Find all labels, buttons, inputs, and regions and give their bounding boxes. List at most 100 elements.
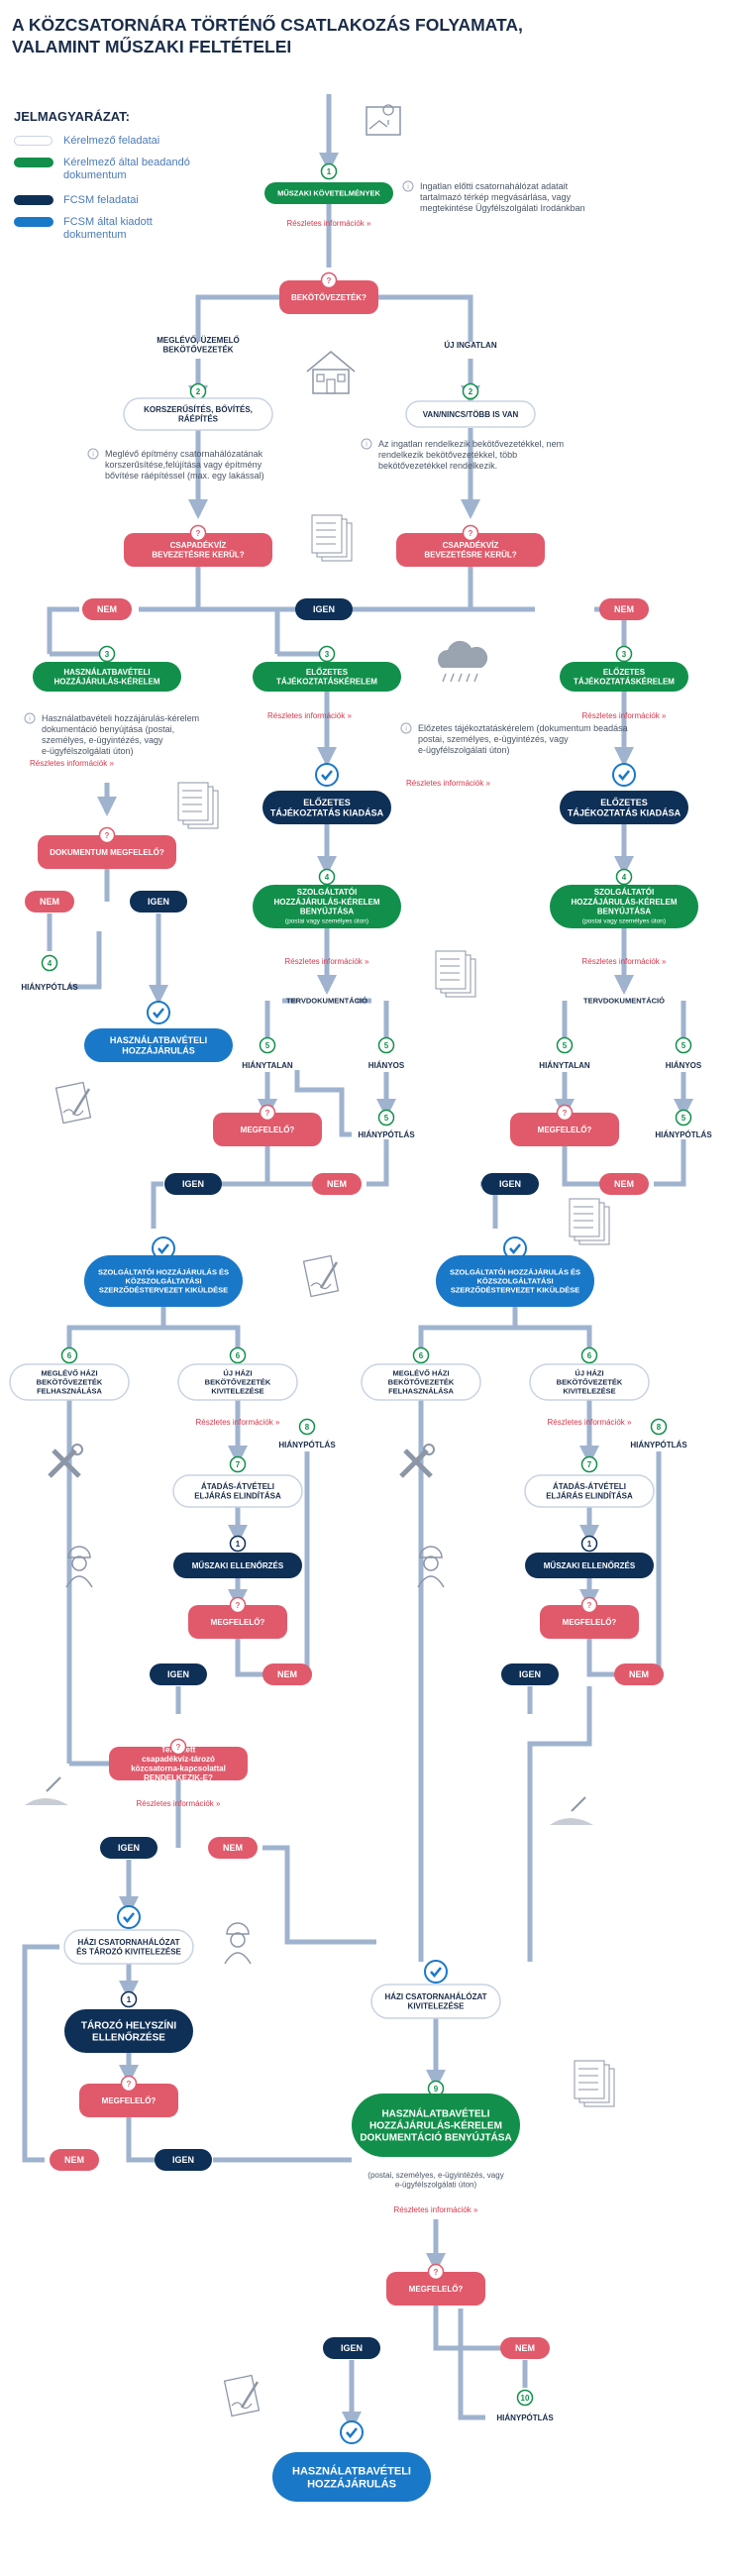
step-4-right-badge — [615, 868, 633, 886]
check-final-mark — [346, 2427, 358, 2438]
yes-pill-tank — [100, 1837, 157, 1859]
decision-tank-badge-number: ? — [176, 1743, 181, 1752]
step-5-flawless-mid-badge-number: 5 — [265, 1041, 270, 1050]
decision-rainwater-left — [124, 533, 272, 567]
step-6-new-left-badge — [229, 1346, 247, 1364]
decision-connection-badge — [320, 271, 338, 289]
step-3-left-more-info[interactable]: Részletes információk » — [30, 759, 114, 768]
check-service-right-mark — [509, 1243, 521, 1254]
step-2-left-box — [123, 397, 273, 431]
legend-swatch-white — [14, 136, 52, 146]
decision-tank-more-info[interactable]: Részletes információk » — [137, 1799, 221, 1808]
legend-swatch-navy — [14, 195, 53, 205]
step-3-mid-note: Előzetes tájékoztatáskérelem (dokumentum… — [418, 723, 628, 755]
step-7-left-badge — [229, 1455, 247, 1473]
step-2-right-box-label: VAN/NINCS/TÖBB IS VAN — [423, 410, 519, 419]
step-4-right-more-info[interactable]: Részletes információk » — [582, 957, 667, 966]
no-pill-left — [82, 598, 132, 620]
check-tank-mark — [123, 1912, 135, 1923]
decision-ok-right — [510, 1113, 619, 1146]
step-4-missing-badge-number: 4 — [48, 959, 52, 968]
decision-final — [386, 2272, 485, 2306]
no-pill-mid-label: NEM — [327, 1179, 347, 1189]
decision-ok-mid-badge-number: ? — [265, 1109, 270, 1118]
no-pill-tech-right-label: NEM — [629, 1669, 649, 1679]
decision-connection-label: BEKÖTŐVEZETÉK? — [291, 293, 366, 302]
house-icon — [306, 351, 356, 394]
decision-rainwater-left-badge — [189, 524, 207, 542]
no-pill-tank-ok-label: NEM — [64, 2155, 84, 2165]
tech-check-right-badge — [580, 1535, 598, 1553]
step-5-missing-right-badge — [675, 1109, 692, 1127]
step-2-right-badge — [462, 382, 479, 400]
flawless-mid-label: HIÁNYTALAN — [242, 1061, 293, 1070]
decision-tank-ok — [79, 2084, 178, 2117]
step-6-new-left-box — [177, 1363, 298, 1401]
step-9-more-info[interactable]: Részletes információk » — [394, 2205, 478, 2214]
step-1-box-label: MŰSZAKI KÖVETELMÉNYEK — [277, 189, 380, 198]
step-4-missing-badge — [41, 954, 58, 972]
shovel-icon-2 — [550, 1796, 593, 1825]
yes-pill-tech-left — [150, 1664, 207, 1685]
step-2-left-note-icon — [87, 448, 99, 460]
step-6-new-left-more-info[interactable]: Részletes információk » — [196, 1418, 280, 1427]
no-pill-tech-left-label: NEM — [277, 1669, 297, 1679]
yes-pill-tech-right-label: IGEN — [519, 1669, 541, 1679]
decision-tech-left-label: MEGFELELŐ? — [211, 1618, 265, 1627]
final-permit-box — [272, 2452, 431, 2502]
step-3-mid-more-info[interactable]: Részletes információk » — [267, 711, 352, 720]
step-4-right-box — [550, 885, 698, 928]
check-house-net — [424, 1960, 448, 1984]
step-6-existing-left-badge-number: 6 — [67, 1351, 72, 1360]
no-pill-tank-ok — [50, 2149, 99, 2171]
step-5-deficient-right-badge — [675, 1036, 692, 1054]
yes-pill-tank-label: IGEN — [118, 1843, 140, 1853]
decision-connection-badge-number: ? — [327, 276, 332, 285]
step-3-right-more-info[interactable]: Részletes információk » — [582, 711, 667, 720]
decision-rainwater-left-badge-number: ? — [196, 529, 201, 538]
decision-rainwater-right — [396, 533, 545, 567]
plan-doc-mid-label: TERVDOKUMENTÁCIÓ — [286, 997, 367, 1006]
step-3-right-badge-number: 3 — [622, 650, 627, 659]
step-4-right-badge-number: 4 — [622, 873, 627, 882]
sign-icon-1 — [54, 1081, 92, 1125]
decision-ok-mid-badge — [259, 1104, 276, 1122]
yes-pill-tech-left-label: IGEN — [167, 1669, 189, 1679]
step-7-left-badge-number: 7 — [236, 1460, 241, 1469]
check-service-left-mark — [157, 1243, 169, 1254]
decision-final-label: MEGFELELŐ? — [409, 2285, 464, 2294]
service-permit-left-box — [84, 1255, 243, 1307]
check-house-net-mark — [430, 1967, 442, 1978]
prelim-issue-right-box — [560, 791, 688, 824]
decision-tech-left-badge — [229, 1596, 247, 1614]
step-6-new-right-more-info[interactable]: Részletes információk » — [548, 1418, 632, 1427]
step-4-mid-more-info[interactable]: Részletes információk » — [285, 957, 369, 966]
step-10-badge-number: 10 — [521, 2394, 530, 2403]
step-1-more-info[interactable]: Részletes információk » — [287, 219, 371, 228]
decision-tank-badge — [169, 1738, 187, 1756]
step-2-right-badge-number: 2 — [469, 387, 473, 396]
no-pill-right-2 — [599, 1173, 649, 1195]
decision-ok-right-badge — [556, 1104, 574, 1122]
missing-right-label: HIÁNYPÓTLÁS — [655, 1130, 712, 1139]
step-3-mid-note-more-info[interactable]: Részletes információk » — [406, 779, 490, 788]
decision-ok-mid-label: MEGFELELŐ? — [241, 1126, 295, 1134]
prelim-issue-mid-box — [262, 791, 391, 824]
check-prelim-mid — [315, 763, 339, 787]
decision-document — [38, 835, 176, 869]
map-icon — [366, 104, 401, 136]
step-3-left-note-icon — [24, 712, 36, 724]
usage-permit-left-box — [84, 1028, 233, 1062]
yes-pill-mid-label: IGEN — [182, 1179, 204, 1189]
tools-icon-left — [48, 1444, 83, 1478]
tech-check-left-badge-number: 1 — [236, 1540, 241, 1549]
document-icon-3 — [435, 950, 476, 998]
yes-pill-right-label: IGEN — [499, 1179, 521, 1189]
